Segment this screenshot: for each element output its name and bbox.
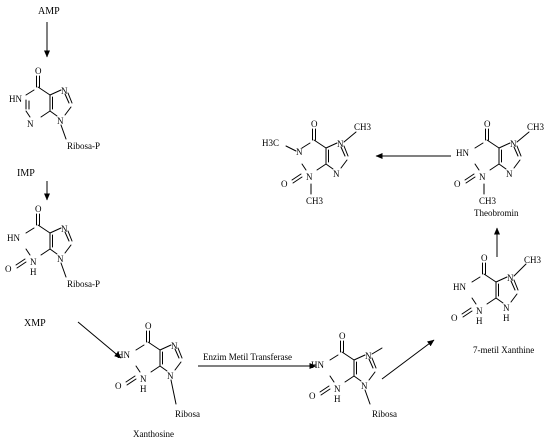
- arrow-to-7-metil-xanthine: [381, 339, 435, 380]
- substituent-ribosa: Ribosa: [372, 409, 397, 419]
- atom-n: N: [61, 224, 68, 234]
- molecule-7-metil-xanthine: O HN O N H N N H CH3: [451, 253, 542, 326]
- atom-n: N: [503, 303, 510, 313]
- atom-o: O: [309, 391, 316, 401]
- atom-h: H: [476, 316, 483, 326]
- label-7-metil-xanthine: 7-metil Xanthine: [473, 345, 534, 355]
- atom-o: O: [339, 331, 346, 341]
- atom-n: N: [140, 374, 147, 384]
- label-imp: IMP: [17, 168, 35, 179]
- atom-o: O: [484, 119, 491, 129]
- atom-n: N: [361, 381, 368, 391]
- molecule-xanthosine: O HN O N H N N Ribosa: [115, 321, 200, 419]
- atom-hn: HN: [117, 350, 130, 360]
- atom-n: N: [57, 116, 64, 126]
- atom-n: N: [334, 384, 341, 394]
- atom-o: O: [115, 381, 122, 391]
- label-amp: AMP: [38, 6, 60, 17]
- molecule-xmp: O HN O N H N N Ribosa-P: [5, 204, 100, 289]
- atom-ch3: CH3: [479, 196, 497, 206]
- atom-n: N: [306, 172, 313, 182]
- label-theobromin: Theobromin: [474, 208, 519, 218]
- atom-ch3: CH3: [527, 122, 545, 132]
- atom-hn: HN: [453, 282, 466, 292]
- atom-n: N: [171, 341, 178, 351]
- atom-n: N: [333, 169, 340, 179]
- atom-n: N: [337, 139, 344, 149]
- atom-n: N: [296, 147, 303, 157]
- atom-h3c: H3C: [262, 138, 279, 148]
- arrow-xmp-to-xanthosine: [77, 321, 122, 359]
- atom-o: O: [145, 321, 152, 331]
- atom-hn: HN: [311, 360, 324, 370]
- atom-o: O: [5, 264, 12, 274]
- molecule-imp: O HN N N N Ribosa-P: [9, 66, 100, 151]
- atom-n: N: [30, 257, 37, 267]
- atom-hn: HN: [456, 148, 469, 158]
- substituent-ribosa-p: Ribosa-P: [67, 279, 100, 289]
- atom-n: N: [57, 254, 64, 264]
- atom-o: O: [451, 313, 458, 323]
- substituent-ribosa-p: Ribosa-P: [67, 141, 100, 151]
- atom-n: N: [479, 172, 486, 182]
- label-xanthosine: Xanthosine: [133, 429, 174, 439]
- atom-n: N: [365, 351, 372, 361]
- atom-n: N: [506, 169, 513, 179]
- molecule-7-methylxanthosine: O HN O N H N N Ribosa: [309, 331, 397, 419]
- atom-n: N: [476, 306, 483, 316]
- atom-ch3: CH3: [524, 255, 542, 265]
- label-enzyme: Enzim Metil Transferase: [203, 352, 292, 362]
- atom-o: O: [454, 179, 461, 189]
- atom-n: N: [27, 119, 34, 129]
- atom-h: H: [334, 394, 341, 404]
- atom-hn: HN: [9, 94, 22, 104]
- atom-o: O: [35, 204, 42, 214]
- atom-ch3: CH3: [306, 196, 324, 206]
- substituent-ribosa: Ribosa: [175, 409, 200, 419]
- atom-o: O: [481, 253, 488, 263]
- atom-ch3: CH3: [354, 122, 372, 132]
- atom-o: O: [311, 119, 318, 129]
- atom-n: N: [61, 86, 68, 96]
- atom-n: N: [507, 273, 514, 283]
- atom-o: O: [35, 66, 42, 76]
- atom-h: H: [503, 313, 510, 323]
- atom-h: H: [140, 384, 147, 394]
- atom-o: O: [281, 179, 288, 189]
- label-xmp: XMP: [24, 318, 46, 329]
- atom-n: N: [510, 139, 517, 149]
- atom-hn: HN: [7, 233, 20, 243]
- atom-n: N: [167, 371, 174, 381]
- atom-h: H: [30, 267, 37, 277]
- molecule-caffeine: O N O N N N CH3 CH3 H3C: [262, 119, 372, 206]
- molecule-theobromin: O HN O N N N CH3 CH3: [454, 119, 545, 206]
